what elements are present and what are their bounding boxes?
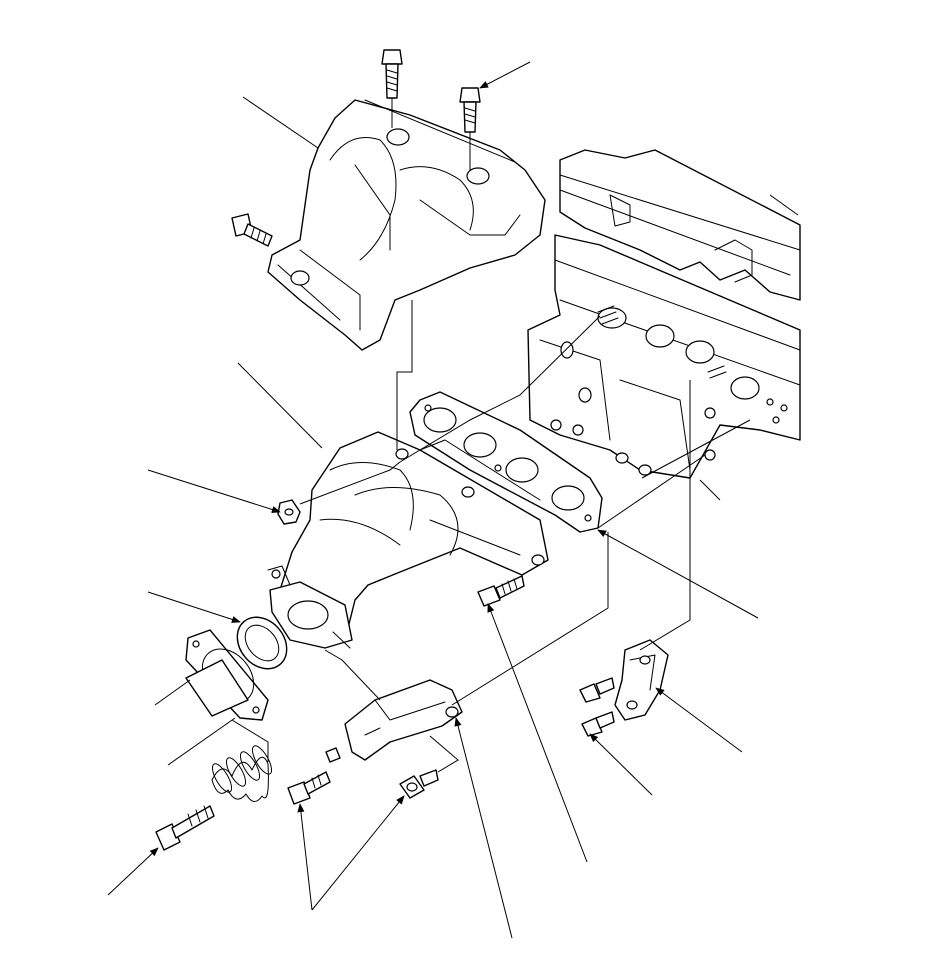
exhaust-manifold [267,431,549,649]
lower-bracket [344,679,463,761]
shield-bolt-b [459,87,481,133]
shield-bolt-side [231,213,273,247]
heat-shield-upper [267,99,546,351]
compression-spring [211,745,273,802]
support-bolt-a [579,677,615,703]
ring-gasket [236,616,288,670]
spring-bolt [155,805,215,851]
shield-bolt-a [381,49,403,99]
stud-bolt [477,575,525,607]
support-bracket [614,639,669,721]
flange-nut [277,499,301,525]
support-bolt-b [581,711,615,737]
leader-lines [107,61,799,939]
bracket-nut [399,769,439,799]
cylinder-head [527,149,801,479]
bracket-bolt [287,747,341,805]
exhaust-pipe-flange [185,629,269,721]
